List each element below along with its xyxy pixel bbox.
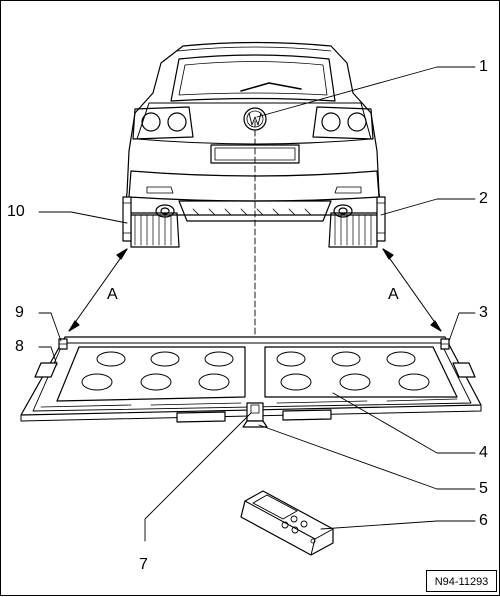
rear-bumper	[128, 170, 380, 202]
dimension-label-a-right: A	[388, 286, 399, 303]
leader-lines	[38, 66, 476, 542]
dimension-label-a-left: A	[107, 286, 118, 303]
vehicle-body-outline	[124, 41, 382, 216]
callout-3: 3	[479, 304, 488, 321]
remote-control-unit	[240, 490, 334, 556]
leader-1	[256, 66, 476, 118]
leader-7	[144, 412, 252, 542]
tail-light-right	[312, 106, 374, 140]
corner-pin-left	[58, 338, 68, 350]
callout-6: 6	[479, 512, 488, 529]
rear-window	[170, 54, 336, 102]
leader-3	[448, 312, 476, 342]
rear-wiper	[240, 82, 302, 92]
target-panel-right	[264, 346, 458, 398]
leader-10	[38, 211, 128, 224]
exhaust-right	[333, 204, 353, 218]
vehicle-rear-view	[122, 41, 386, 248]
plate-handle-left	[34, 362, 58, 378]
callout-8: 8	[15, 338, 24, 355]
callout-4: 4	[479, 444, 488, 461]
alignment-plate	[20, 336, 482, 428]
target-panel-left	[56, 346, 246, 402]
target-circles-left	[81, 351, 234, 391]
rear-wheel-left	[130, 212, 180, 248]
leader-4	[332, 392, 476, 454]
corner-pin-right	[440, 338, 450, 350]
tail-light-left	[132, 106, 194, 140]
callout-5: 5	[479, 480, 488, 497]
figure-reference-code: N94-11293	[426, 570, 497, 592]
reflector-right	[376, 196, 386, 242]
dimension-arrow-left	[68, 248, 128, 332]
leader-6	[320, 520, 476, 530]
underbody-diffuser	[178, 200, 332, 222]
center-laser-holder	[242, 402, 268, 428]
leader-2	[380, 198, 476, 216]
callout-7: 7	[139, 556, 148, 573]
leader-5	[258, 424, 476, 490]
dimension-arrow-right	[382, 248, 442, 332]
plate-handle-right	[452, 362, 476, 378]
callout-10: 10	[7, 203, 25, 220]
reflector-left	[122, 196, 132, 242]
callout-1: 1	[479, 58, 488, 75]
leader-9	[38, 312, 62, 342]
roof-spoiler	[176, 46, 332, 52]
leader-8	[38, 346, 58, 366]
rear-wheel-right	[328, 212, 378, 248]
callout-9: 9	[15, 304, 24, 321]
target-circles-right	[276, 351, 430, 391]
tailgate-outline	[136, 102, 372, 145]
callout-2: 2	[479, 190, 488, 207]
rear-window-inner	[178, 61, 328, 96]
